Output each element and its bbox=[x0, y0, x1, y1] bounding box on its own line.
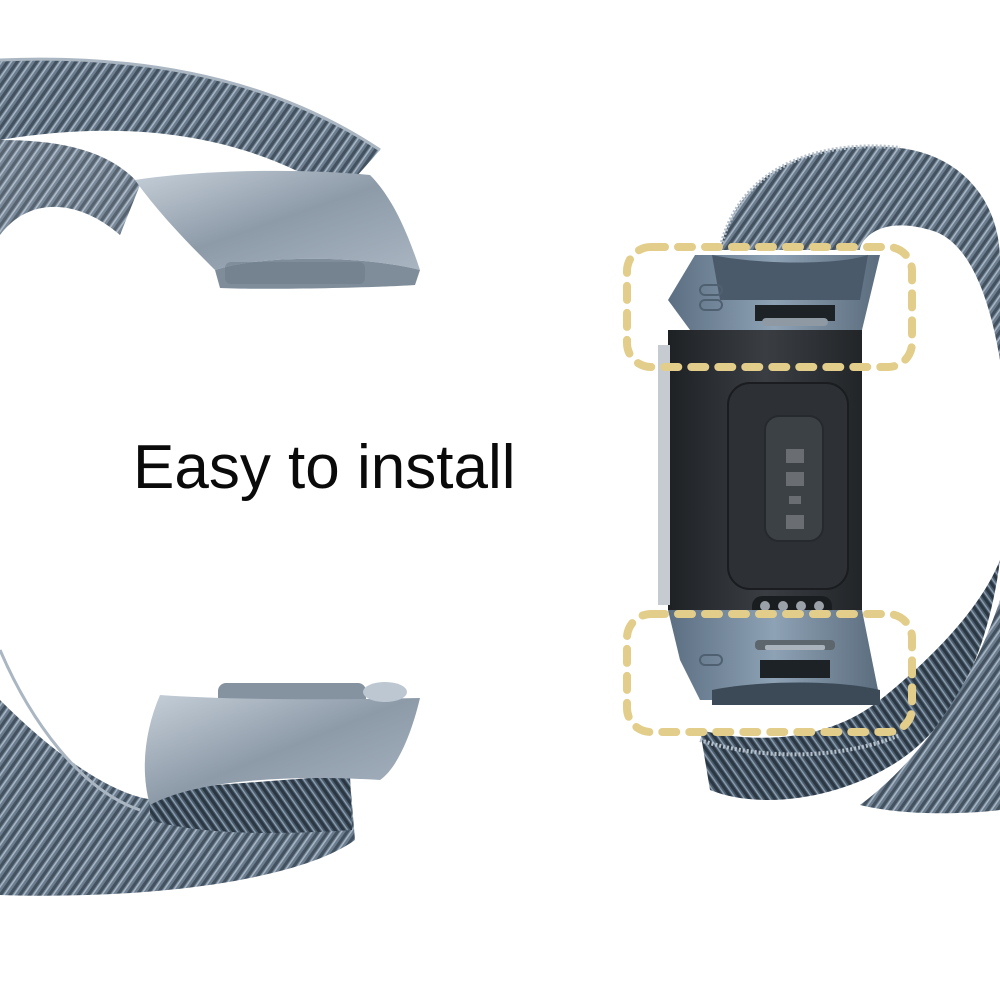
caption-text: Easy to install bbox=[133, 433, 516, 502]
left-top-band bbox=[0, 57, 381, 235]
left-top-connector bbox=[135, 170, 420, 289]
sensor-led-1 bbox=[786, 449, 804, 463]
sensor-led-2 bbox=[786, 472, 804, 486]
sensor-led-4 bbox=[786, 515, 804, 529]
left-bottom-band bbox=[0, 649, 355, 896]
sensor-led-3 bbox=[789, 496, 801, 504]
highlight-top-connector bbox=[623, 243, 916, 371]
left-bottom-connector bbox=[144, 682, 420, 805]
fitness-tracker bbox=[658, 255, 880, 705]
right-band bbox=[699, 144, 1000, 814]
highlight-bottom-connector bbox=[623, 610, 916, 736]
